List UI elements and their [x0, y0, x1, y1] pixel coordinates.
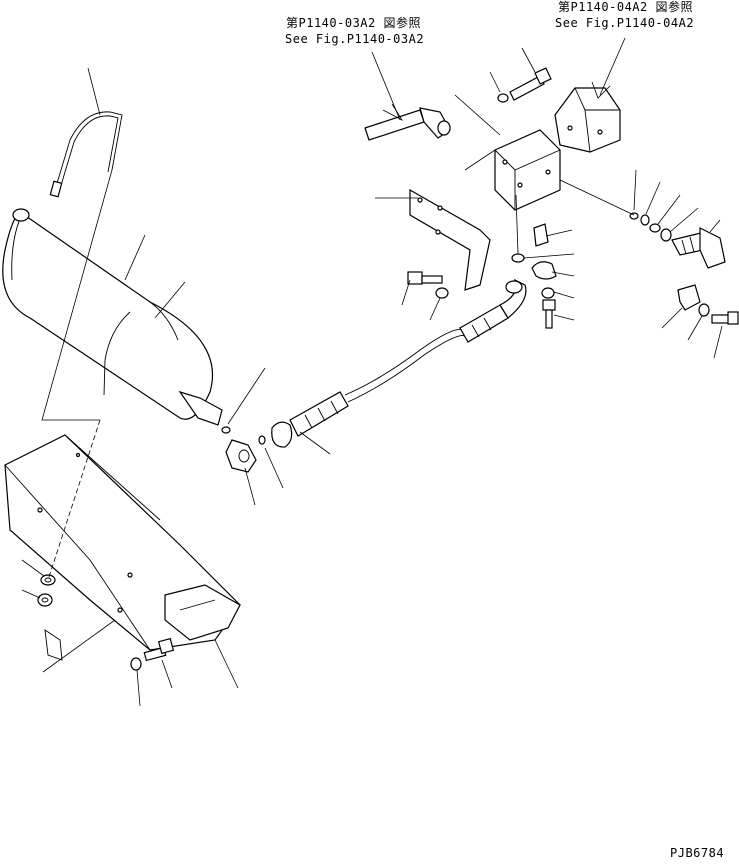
valve-block [494, 129, 561, 211]
right-o-ring-2 [649, 223, 661, 233]
accumulator-outlet [178, 390, 223, 426]
leader-lines [21, 37, 723, 707]
banjo-fitting [531, 261, 557, 280]
o-ring-small [221, 426, 231, 434]
quick-coupler [671, 227, 726, 269]
right-washer-2 [660, 228, 672, 242]
drawing-number: PJB6784 [670, 846, 725, 860]
accumulator-hose [49, 111, 123, 198]
accumulator-guard-bracket [4, 434, 241, 661]
hose-clip [677, 284, 701, 311]
guard-washer [130, 657, 142, 671]
banjo-bolt [542, 299, 556, 329]
valve-fig-04a2 [554, 87, 621, 153]
clip-washer [698, 303, 710, 317]
pipe-fig-03a2 [364, 107, 451, 141]
bracket-bolt [407, 271, 443, 285]
clip-bolt [711, 311, 739, 325]
elbow-fitting [533, 223, 549, 247]
o-ring-2 [258, 435, 266, 445]
hose-assembly [271, 278, 527, 448]
accumulator-cylinder [2, 208, 223, 426]
reference-label-04a2-jp: 第P1140-04A2 図参照 [558, 0, 693, 14]
bracket-washer [435, 287, 449, 299]
center-o-ring [511, 253, 525, 263]
valve-bolt [509, 67, 552, 101]
right-o-ring-1 [629, 212, 639, 220]
adapter-fitting [225, 439, 257, 473]
reference-label-03a2-jp: 第P1140-03A2 図参照 [286, 16, 421, 30]
valve-mount-bracket [409, 188, 491, 291]
reference-label-03a2-en: See Fig.P1140-03A2 [285, 32, 425, 46]
valve-washer [497, 93, 509, 103]
reference-label-04a2-en: See Fig.P1140-04A2 [555, 16, 695, 30]
banjo-washer [541, 287, 555, 299]
guard-bolt [143, 637, 175, 662]
right-washer-1 [640, 214, 650, 226]
guard-cover-plate [164, 584, 241, 641]
accumulator-top-cap [12, 208, 30, 222]
mounting-nut-2 [37, 593, 53, 607]
